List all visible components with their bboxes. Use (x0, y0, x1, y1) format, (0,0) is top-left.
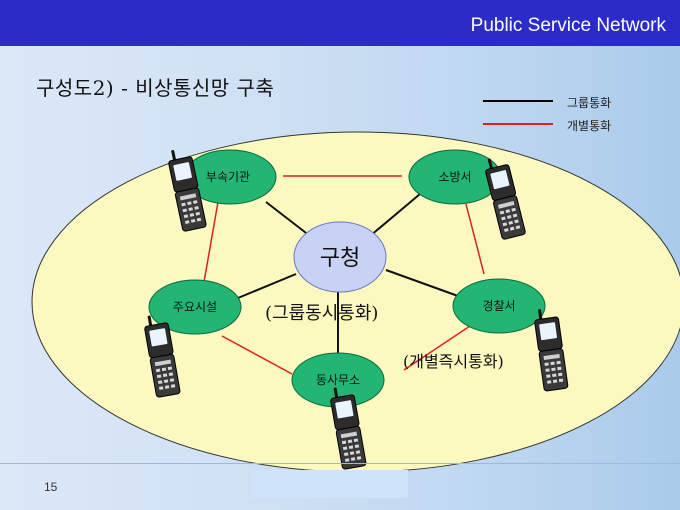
group-call-caption: (그룹동시통화) (265, 303, 379, 324)
header-title: Public Service Network (470, 15, 666, 36)
node-label-community: 동사무소 (316, 373, 360, 387)
node-police (452, 278, 546, 334)
node-label-center: 구청 (320, 246, 360, 271)
individual-line-fire-police (465, 203, 485, 275)
node-label-fire: 소방서 (438, 170, 471, 184)
group-line-center-facilities (237, 273, 297, 299)
individual-line-community-police (403, 325, 471, 371)
node-label-affiliated: 부속기관 (206, 170, 250, 184)
node-facilities (148, 279, 242, 335)
group-line-center-affiliated (265, 201, 311, 237)
footer-divider (0, 463, 680, 464)
node-center (293, 221, 387, 293)
group-line-center-police (385, 269, 459, 297)
page-number: 15 (44, 480, 58, 494)
slide-title: 구성도2) - 비상통신망 구축 (36, 76, 275, 100)
individual-line-affiliated-facilities (203, 201, 219, 283)
group-line-center-fire (369, 193, 421, 237)
node-label-facilities: 주요시설 (173, 300, 217, 314)
legend-label-group-call: 그룹통화 (567, 96, 612, 110)
individual-call-caption: (개별즉시통화) (403, 352, 504, 371)
node-label-police: 경찰서 (482, 299, 515, 313)
legend-label-individual-call: 개별통화 (567, 119, 612, 133)
header-bar: Public Service Network (0, 0, 680, 46)
footer-box (250, 470, 408, 498)
individual-line-facilities-community (221, 335, 293, 375)
